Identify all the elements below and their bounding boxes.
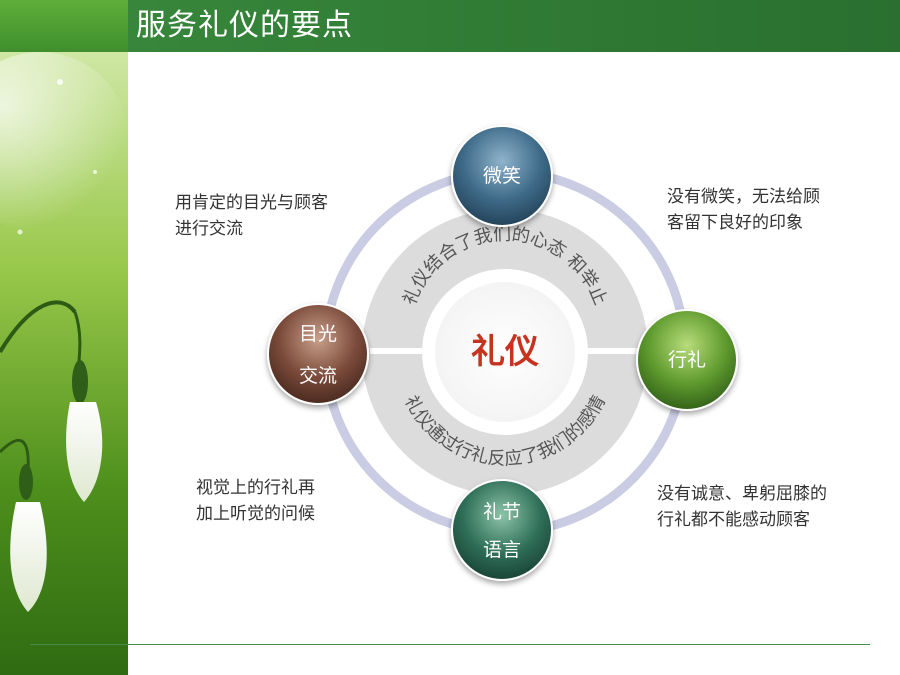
node-bottom-label-line1: 礼节 <box>482 501 521 523</box>
node-top-smile <box>451 125 553 227</box>
side-decoration-panel <box>0 52 128 675</box>
note-top-right: 没有微笑，无法给顾 客留下良好的印象 <box>667 184 820 236</box>
note-bottom-right-line2: 行礼都不能感动顾客 <box>657 510 810 530</box>
center-disc <box>435 282 575 422</box>
title-accent-block <box>0 0 128 52</box>
node-right-label: 行礼 <box>667 349 706 371</box>
note-top-left-line2: 进行交流 <box>175 219 243 239</box>
note-bottom-left-line1: 视觉上的行礼再 <box>196 478 315 498</box>
title-bar <box>0 0 900 52</box>
note-bottom-right-line1: 没有诚意、卑躬屈膝的 <box>657 484 827 504</box>
flower-illustration <box>0 52 128 612</box>
footer-divider <box>30 644 870 645</box>
node-right-bow <box>636 309 738 411</box>
node-left-eye-contact <box>267 303 369 405</box>
note-top-left-line1: 用肯定的目光与顾客 <box>175 193 328 213</box>
note-top-left: 用肯定的目光与顾客 进行交流 <box>175 190 328 242</box>
center-label: 礼仪 <box>471 332 539 372</box>
node-left-label-line1: 目光 <box>298 323 337 345</box>
note-bottom-right: 没有诚意、卑躬屈膝的 行礼都不能感动顾客 <box>657 481 827 533</box>
node-bottom-language <box>451 479 553 581</box>
note-bottom-left-line2: 加上听觉的问候 <box>196 504 315 524</box>
node-left-label-line2: 交流 <box>298 365 337 387</box>
node-bottom-label-line2: 语言 <box>482 539 521 561</box>
note-top-right-line1: 没有微笑，无法给顾 <box>667 187 820 207</box>
node-top-label: 微笑 <box>482 165 521 187</box>
slide-title: 服务礼仪的要点 <box>136 8 353 43</box>
note-bottom-left: 视觉上的行礼再 加上听觉的问候 <box>196 475 315 527</box>
note-top-right-line2: 客留下良好的印象 <box>667 213 803 233</box>
